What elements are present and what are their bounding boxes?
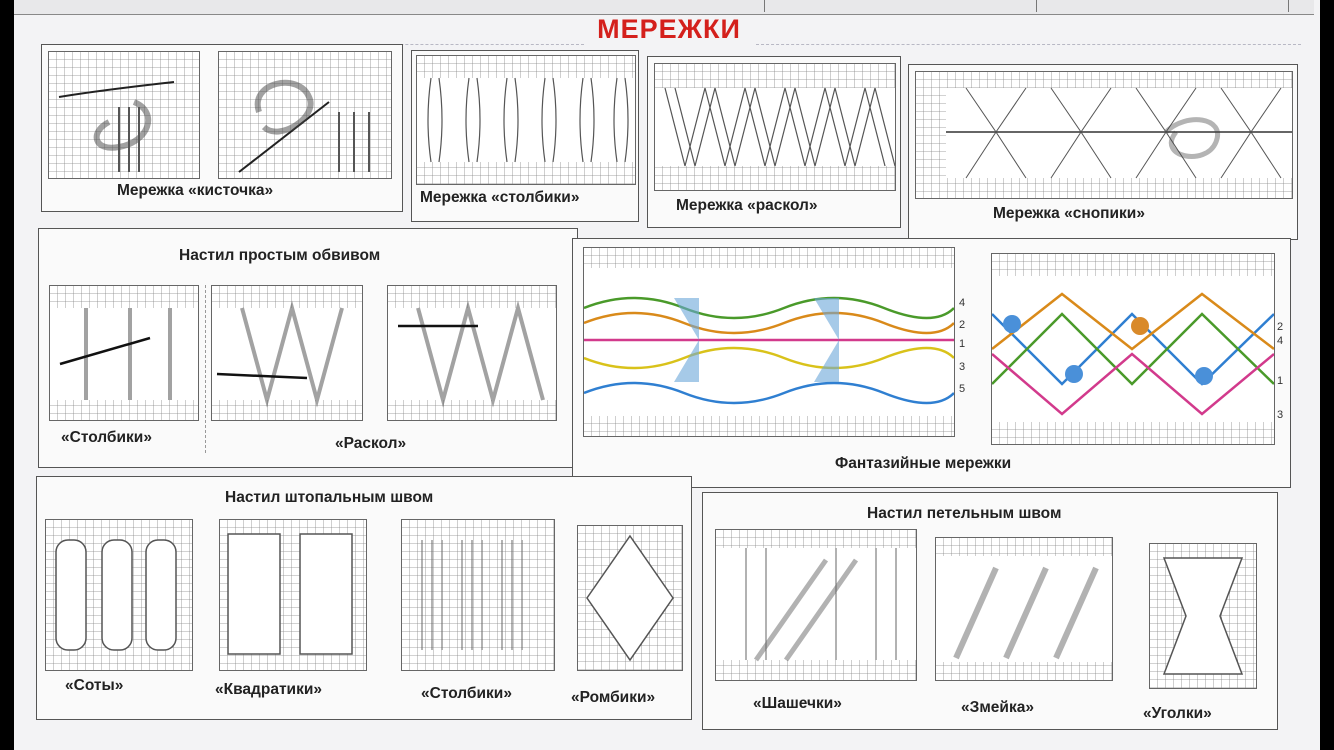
line-number: 3 bbox=[959, 361, 966, 373]
page: МЕРЕЖКИ Мережка «кисточка» bbox=[14, 0, 1320, 750]
caption-simple-raskol: «Раскол» bbox=[335, 435, 407, 452]
caption-stolbiki: Мережка «столбики» bbox=[420, 189, 580, 206]
heading-darning: Настил штопальным швом bbox=[225, 489, 434, 506]
caption-darning-stolbiki: «Столбики» bbox=[421, 685, 512, 702]
illustration-zmeyka bbox=[935, 537, 1113, 681]
caption-shashechki: «Шашечки» bbox=[753, 695, 842, 712]
illustration-simple-raskol-2 bbox=[387, 285, 557, 421]
line-number: 2 bbox=[959, 319, 966, 331]
caption-kvadratiki: «Квадратики» bbox=[215, 681, 322, 698]
heading-buttonhole: Настил петельным швом bbox=[867, 505, 1062, 522]
line-number: 3 bbox=[1277, 409, 1284, 421]
illustration-soty bbox=[45, 519, 193, 671]
illustration-simple-stolbiki bbox=[49, 285, 199, 421]
caption-kistochka: Мережка «кисточка» bbox=[117, 182, 274, 199]
panel-kistochka: Мережка «кисточка» bbox=[41, 44, 403, 212]
line-number: 4 bbox=[959, 297, 966, 309]
illustration-fantasy-1 bbox=[583, 247, 955, 437]
illustration-kistochka-1 bbox=[48, 51, 200, 179]
illustration-darning-stolbiki bbox=[401, 519, 555, 671]
illustration-fantasy-2 bbox=[991, 253, 1275, 445]
panel-darning: Настил штопальным швом «Соты» «Квадратик… bbox=[36, 476, 692, 720]
line-number: 1 bbox=[959, 338, 966, 350]
panel-stolbiki: Мережка «столбики» bbox=[411, 50, 639, 222]
caption-zmeyka: «Змейка» bbox=[961, 699, 1034, 716]
divider bbox=[205, 285, 206, 453]
illustration-shashechki bbox=[715, 529, 917, 681]
line-number: 5 bbox=[959, 383, 966, 395]
line-number: 1 bbox=[1277, 375, 1284, 387]
title-divider-right bbox=[756, 44, 1301, 45]
page-title: МЕРЕЖКИ bbox=[597, 14, 741, 44]
caption-simple-stolbiki: «Столбики» bbox=[61, 429, 152, 446]
top-strip bbox=[14, 0, 1314, 15]
caption-snopiki: Мережка «снопики» bbox=[993, 205, 1145, 222]
panel-simple-wrap: Настил простым обвивом «Столбики» «Раско… bbox=[38, 228, 578, 468]
panel-fantasy: 4 2 1 3 5 2 4 1 3 Фантазийные мережки bbox=[572, 238, 1291, 488]
panel-snopiki: Мережка «снопики» bbox=[908, 64, 1298, 240]
illustration-simple-raskol-1 bbox=[211, 285, 363, 421]
illustration-kvadratiki bbox=[219, 519, 367, 671]
illustration-snopiki bbox=[915, 71, 1293, 199]
illustration-ugolki bbox=[1149, 543, 1257, 689]
line-number: 4 bbox=[1277, 335, 1284, 347]
panel-buttonhole: Настил петельным швом «Шашечки» «Змейка»… bbox=[702, 492, 1278, 730]
panel-raskol: Мережка «раскол» bbox=[647, 56, 901, 228]
illustration-rombiki bbox=[577, 525, 683, 671]
illustration-stolbiki bbox=[416, 55, 636, 185]
illustration-raskol bbox=[654, 63, 896, 191]
line-number: 2 bbox=[1277, 321, 1284, 333]
caption-soty: «Соты» bbox=[65, 677, 124, 694]
heading-simple-wrap: Настил простым обвивом bbox=[179, 247, 381, 264]
caption-rombiki: «Ромбики» bbox=[571, 689, 656, 706]
caption-ugolki: «Уголки» bbox=[1143, 705, 1212, 722]
caption-fantasy: Фантазийные мережки bbox=[835, 455, 1012, 472]
caption-raskol: Мережка «раскол» bbox=[676, 197, 818, 214]
illustration-kistochka-2 bbox=[218, 51, 392, 179]
